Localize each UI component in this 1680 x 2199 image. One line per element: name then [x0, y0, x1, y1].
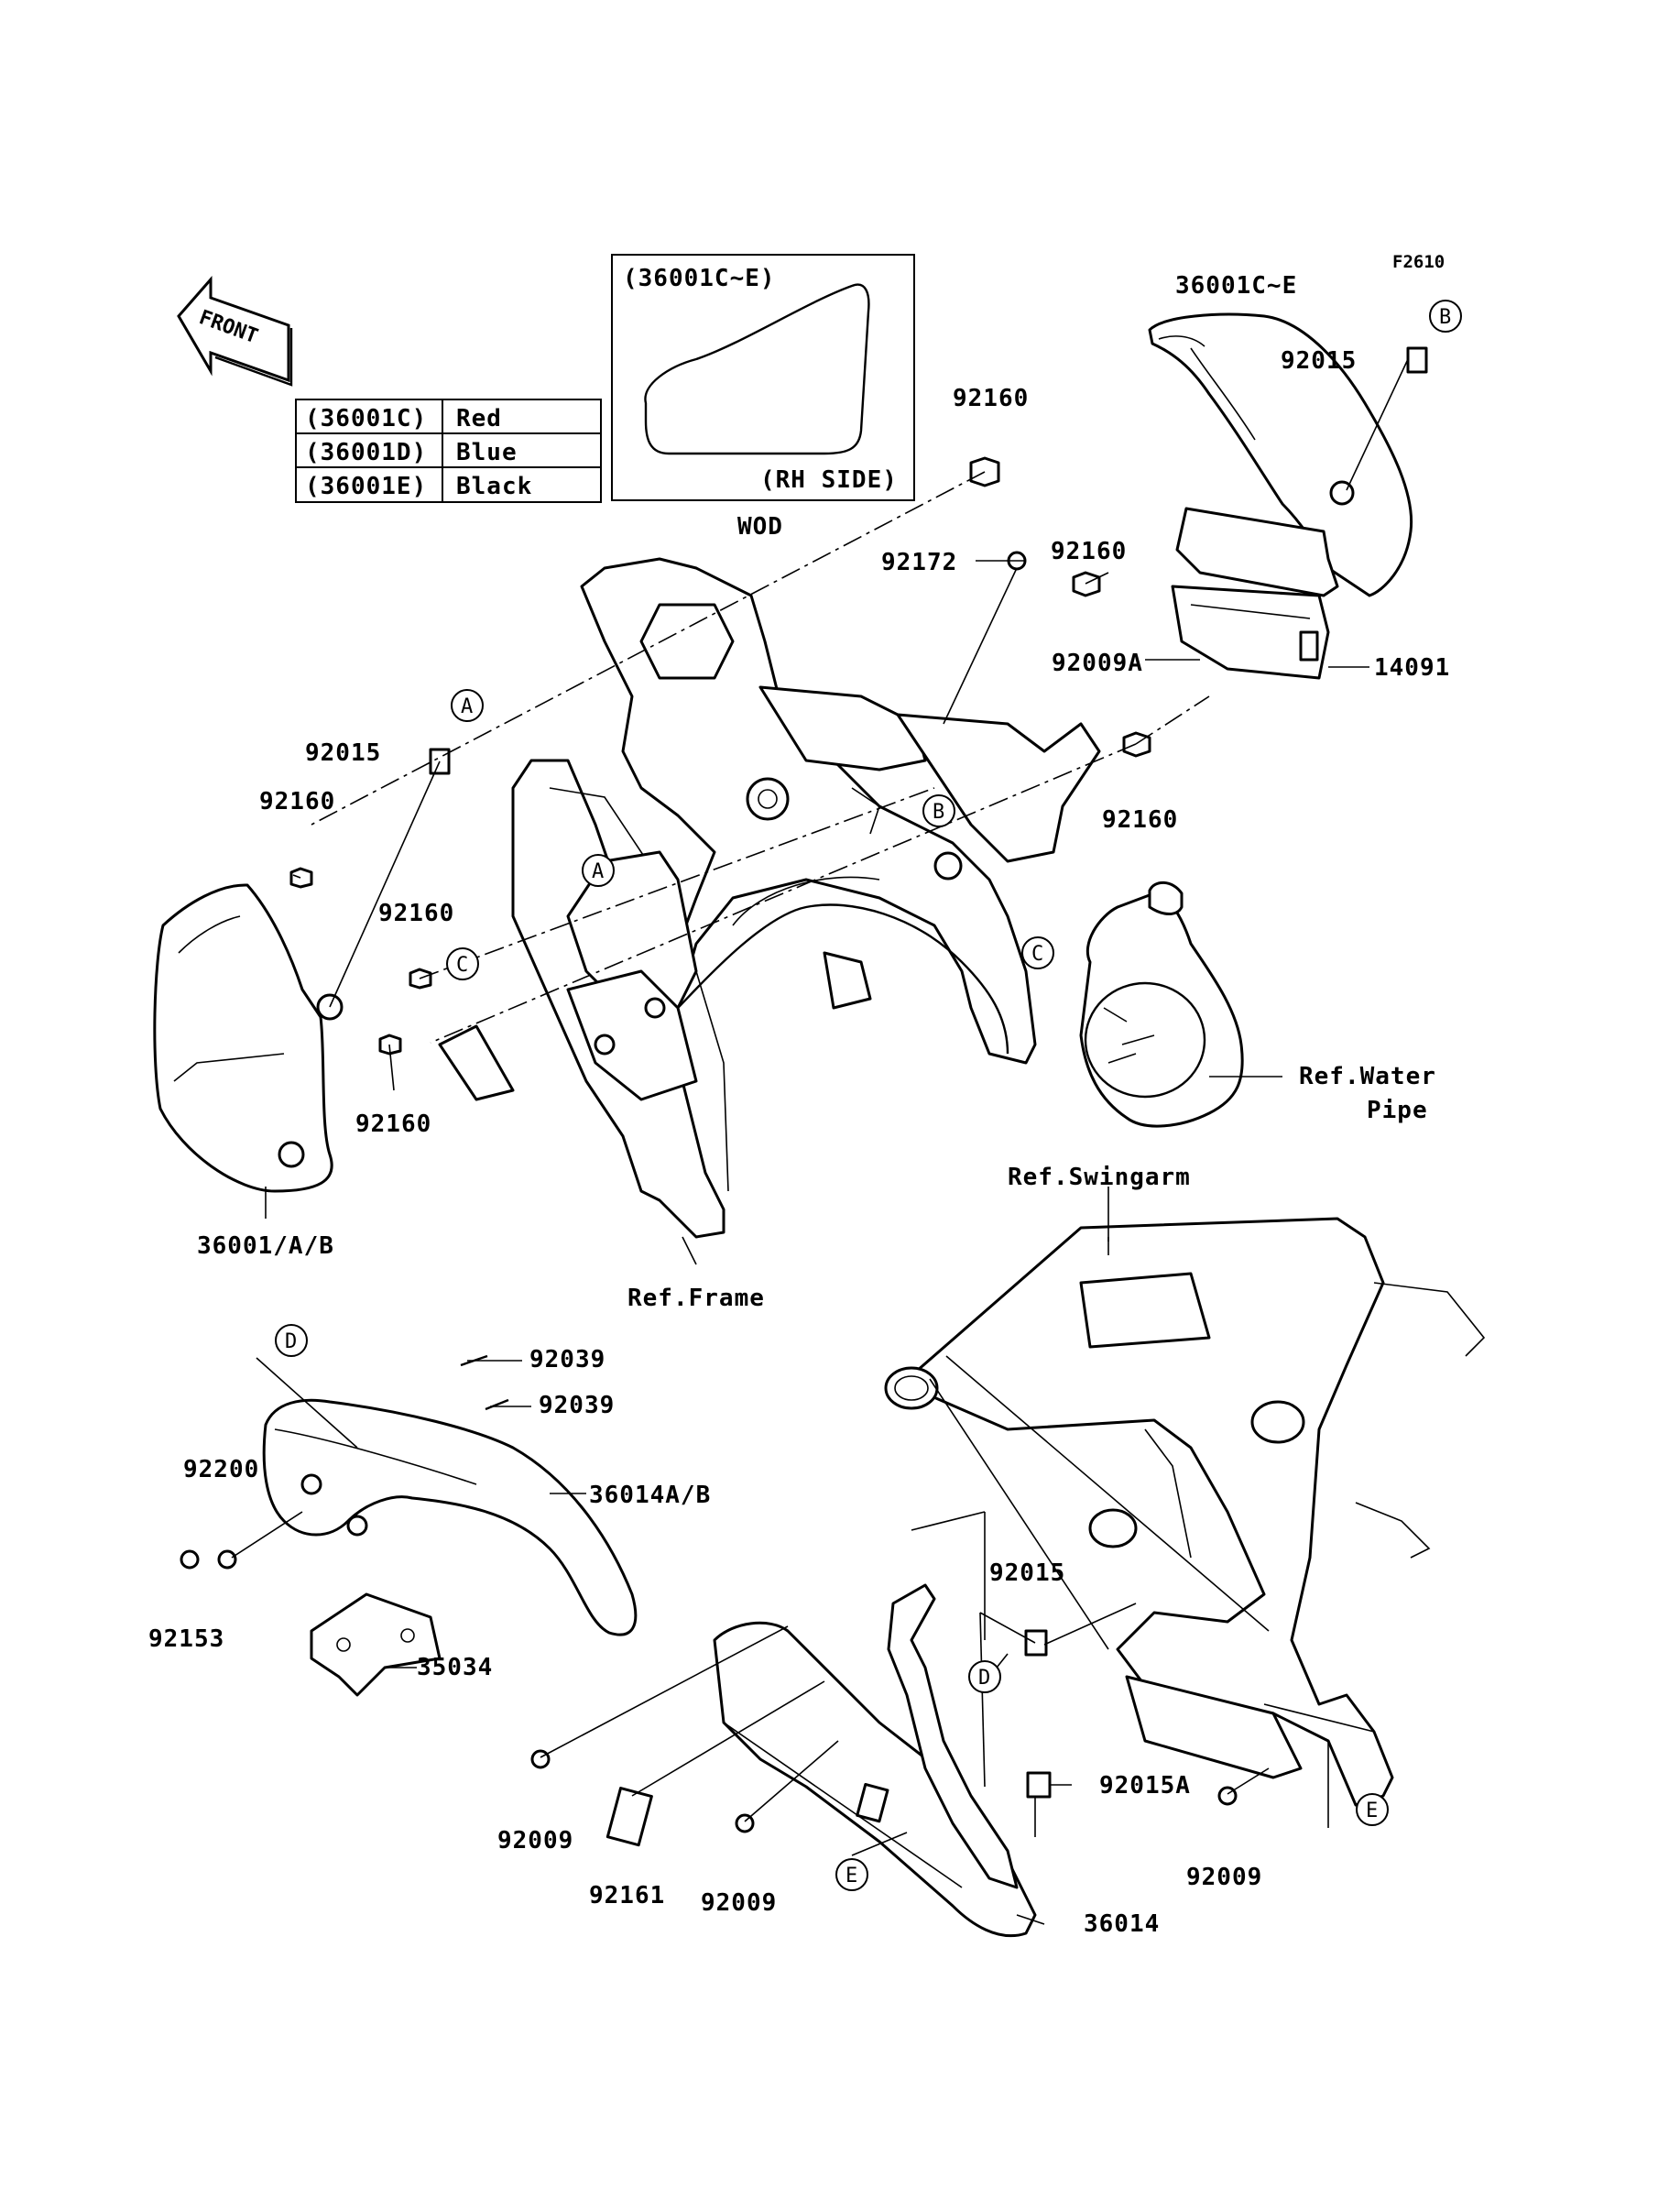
label-92009-a: 92009: [497, 1827, 573, 1854]
label-92160-e: 92160: [378, 900, 454, 927]
inset-rh-side: (36001C~E) (RH SIDE): [611, 254, 915, 501]
grommet-92160-b: [1072, 571, 1101, 597]
bolt-92009-a: [530, 1749, 551, 1769]
label-92009A: 92009A: [1052, 650, 1143, 677]
callout-a-left: A: [451, 689, 484, 722]
color-name-blue: Blue: [456, 439, 518, 466]
inset-side-label: (RH SIDE): [760, 466, 898, 494]
svg-text:D: D: [978, 1667, 990, 1690]
label-ref-water: Ref.Water: [1299, 1063, 1436, 1090]
chain-cover-36014AB: [262, 1398, 638, 1636]
label-92161: 92161: [589, 1882, 665, 1909]
water-pipe-cover: [1079, 881, 1244, 1128]
callout-d-top: D: [275, 1324, 308, 1357]
collar-92015-bottom: [1024, 1629, 1048, 1657]
label-92160-d: 92160: [259, 788, 335, 815]
svg-text:A: A: [592, 860, 604, 883]
color-code-blue: (36001D): [305, 439, 427, 466]
label-92200: 92200: [183, 1456, 259, 1483]
washer-92200: [217, 1549, 237, 1570]
fasteners: [180, 346, 1428, 1847]
svg-text:E: E: [1366, 1800, 1378, 1822]
label-92009-c: 92009: [1186, 1864, 1262, 1891]
color-name-red: Red: [456, 405, 502, 432]
grommet-92160-c: [1122, 731, 1151, 758]
label-36001C-E: 36001C~E: [1175, 272, 1297, 300]
pad-92161: [605, 1787, 653, 1847]
grommet-92160-d: [289, 867, 313, 889]
svg-text:B: B: [933, 801, 944, 824]
color-table: (36001C) Red (36001D) Blue (36001E) Blac…: [295, 399, 602, 503]
label-ref-frame: Ref.Frame: [627, 1285, 765, 1312]
label-92160-f: 92160: [355, 1110, 431, 1138]
frame: [438, 557, 1101, 1239]
color-code-black: (36001E): [305, 473, 427, 500]
label-ref-swingarm: Ref.Swingarm: [1008, 1164, 1191, 1191]
label-92039-a: 92039: [529, 1346, 605, 1373]
rivet-92039-b: [485, 1398, 509, 1411]
label-pipe: Pipe: [1367, 1097, 1428, 1124]
bracket-14091: [1171, 507, 1339, 680]
callout-d-bottom: D: [968, 1660, 1001, 1693]
svg-text:E: E: [845, 1865, 857, 1887]
label-36014A-B: 36014A/B: [589, 1482, 711, 1509]
callout-b-frame: B: [922, 794, 955, 827]
front-direction-arrow: FRONT: [177, 276, 293, 387]
svg-text:A: A: [461, 695, 473, 718]
callout-a-frame: A: [582, 854, 615, 887]
label-92015-bottom: 92015: [989, 1559, 1065, 1587]
collar-92015-top: [1406, 346, 1428, 374]
bolt-92153: [180, 1549, 200, 1570]
color-name-black: Black: [456, 473, 532, 500]
nut-92015A: [1026, 1771, 1052, 1799]
label-36014: 36014: [1084, 1910, 1160, 1938]
svg-text:C: C: [456, 954, 468, 977]
callout-c-left: C: [446, 947, 479, 980]
label-14091: 14091: [1374, 654, 1450, 682]
callout-b-top: B: [1429, 300, 1462, 333]
side-cover-rh: [1148, 312, 1413, 597]
chain-guard-36014: [713, 1583, 1037, 1938]
part-labels: 36001C~E 92015 92160 92172 92160 92009A …: [148, 272, 1450, 1938]
callout-c-water: C: [1021, 936, 1054, 969]
bolt-92009-b: [735, 1813, 755, 1833]
side-cover-lh: [153, 883, 344, 1193]
label-92160-a: 92160: [953, 385, 1029, 412]
label-92153: 92153: [148, 1625, 224, 1653]
label-35034: 35034: [417, 1654, 493, 1681]
leader-lines: [231, 358, 1409, 1925]
label-92160-c: 92160: [1102, 806, 1178, 834]
svg-text:C: C: [1031, 943, 1043, 966]
swingarm: [884, 1217, 1486, 1807]
label-92160-b: 92160: [1051, 538, 1127, 565]
label-92009-b: 92009: [701, 1889, 777, 1917]
svg-text:B: B: [1439, 306, 1451, 329]
grommet-92160-f: [378, 1034, 402, 1056]
callout-markers: B A A B C C D D E E: [275, 300, 1462, 1891]
label-36001-A-B: 36001/A/B: [197, 1232, 334, 1260]
svg-text:D: D: [285, 1330, 297, 1353]
label-92039-b: 92039: [539, 1392, 615, 1419]
label-92015-left: 92015: [305, 739, 381, 767]
label-92172: 92172: [881, 549, 957, 576]
label-92015-top: 92015: [1281, 347, 1357, 375]
callout-e-swingarm: E: [1356, 1793, 1389, 1826]
callout-e-guard: E: [835, 1858, 868, 1891]
label-92015A: 92015A: [1099, 1772, 1191, 1800]
variant-note: WOD: [737, 513, 783, 541]
inset-title: (36001C~E): [623, 265, 776, 292]
color-code-red: (36001C): [305, 405, 427, 432]
figure-code: F2610: [1392, 252, 1445, 272]
